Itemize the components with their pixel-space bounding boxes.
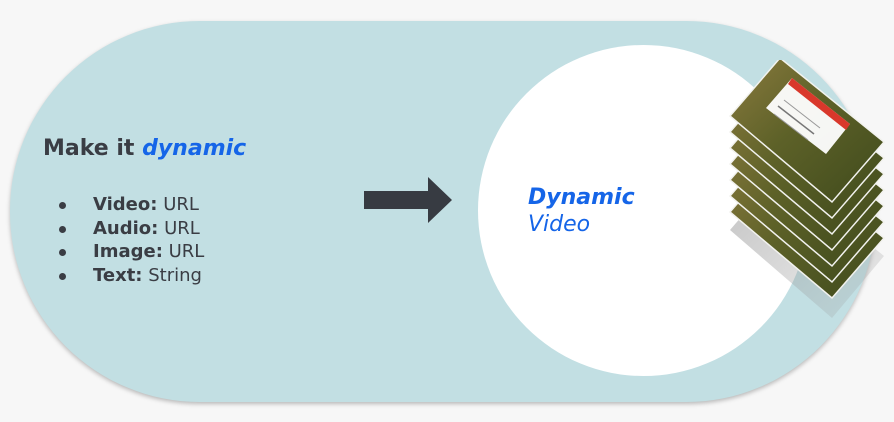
field-type: URL bbox=[164, 217, 200, 239]
field-name: Video: bbox=[93, 194, 158, 215]
list-item: Video: URL bbox=[55, 193, 204, 217]
field-name: Image: bbox=[93, 241, 163, 262]
output-subtitle: Video bbox=[528, 212, 591, 237]
video-frame-stack-icon bbox=[728, 60, 886, 318]
list-item: Text: String bbox=[55, 264, 204, 288]
heading-prefix: Make it bbox=[43, 136, 135, 161]
right-arrow-icon bbox=[364, 177, 452, 223]
field-name: Audio: bbox=[93, 217, 159, 239]
heading-emphasis: dynamic bbox=[142, 136, 247, 161]
frame bbox=[728, 60, 886, 204]
field-list: Video: URL Audio: URL Image: URL Text: S… bbox=[55, 193, 204, 287]
field-name: Text: bbox=[93, 264, 143, 286]
output-title: Dynamic bbox=[528, 185, 635, 210]
input-heading: Make it dynamic bbox=[43, 136, 246, 161]
field-type: URL bbox=[168, 241, 205, 262]
list-item: Image: URL bbox=[55, 240, 204, 264]
field-type: String bbox=[148, 264, 202, 286]
field-type: URL bbox=[163, 194, 199, 215]
list-item: Audio: URL bbox=[55, 217, 204, 241]
